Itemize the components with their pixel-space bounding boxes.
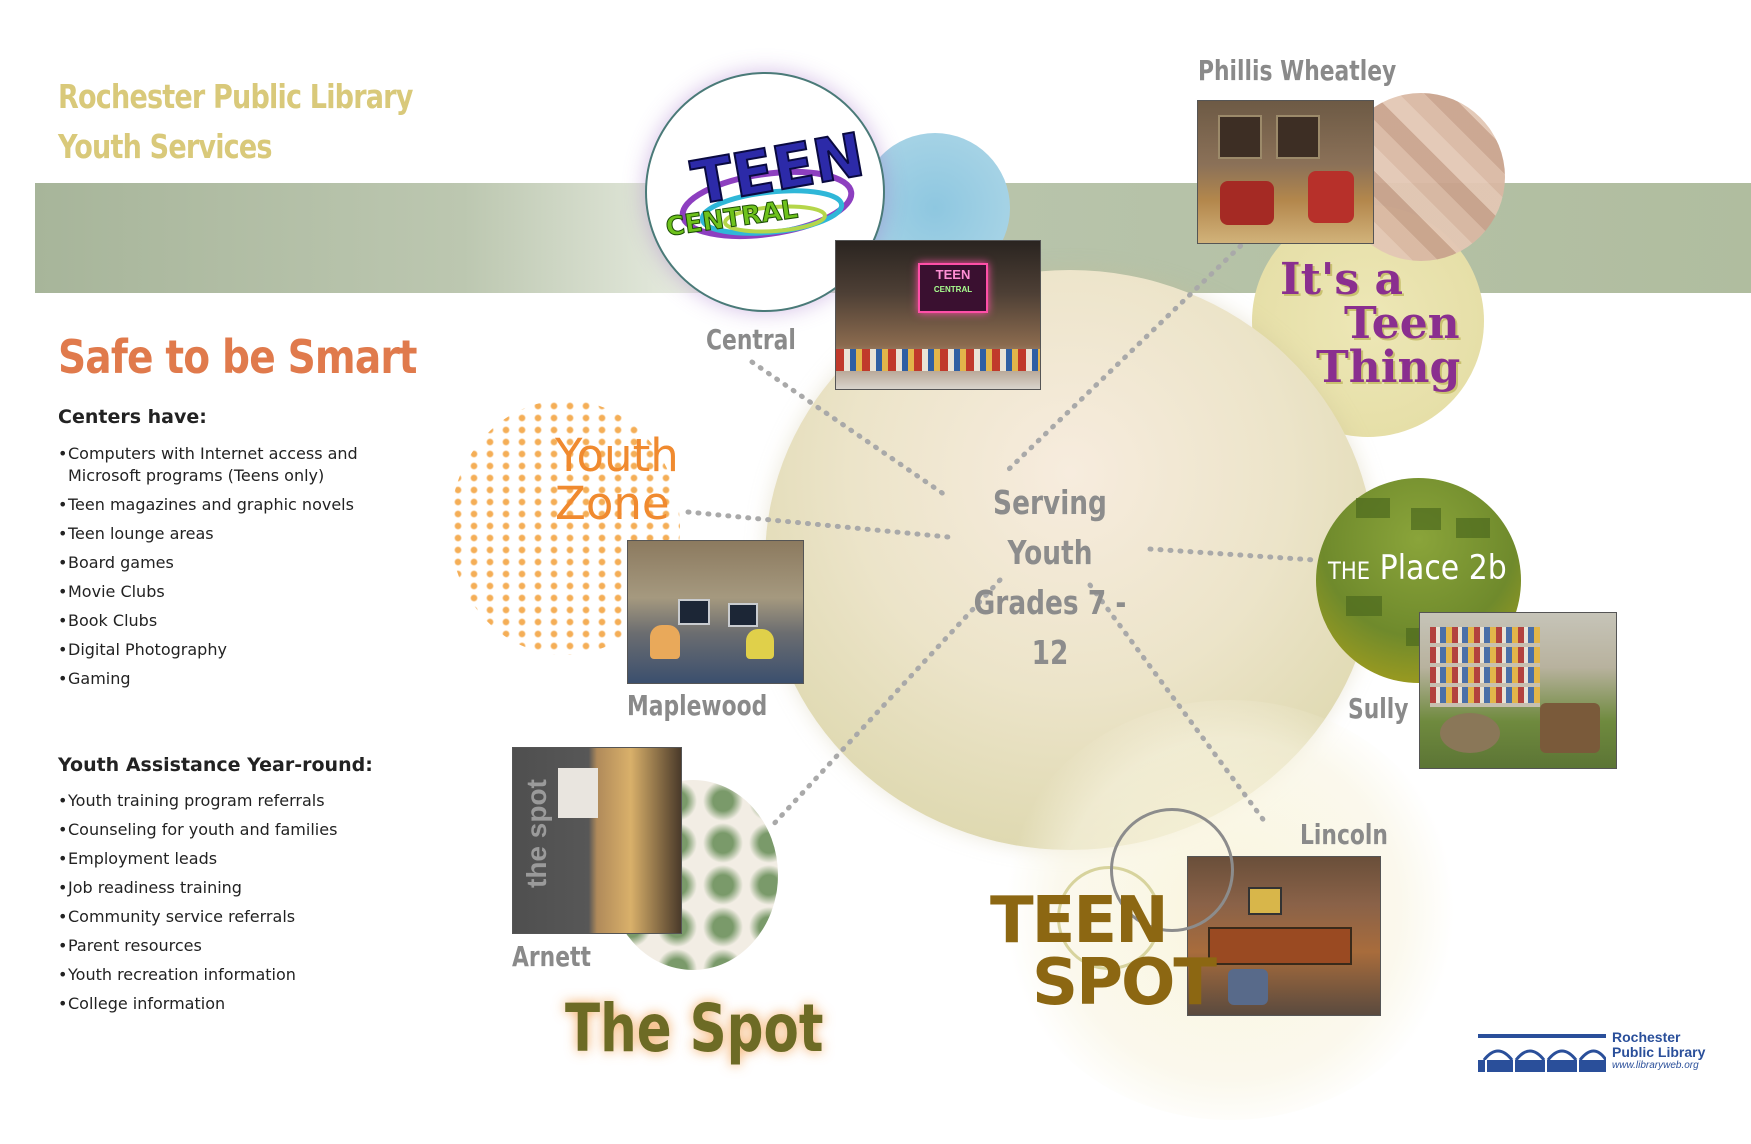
header-line-youth-services: Youth Services bbox=[58, 127, 273, 166]
bookshelf bbox=[1430, 627, 1540, 707]
connector-phillis-wheatley bbox=[1005, 229, 1258, 473]
assistance-heading: Youth Assistance Year-round: bbox=[58, 754, 373, 776]
assistance-list: Youth training program referrals Counsel… bbox=[58, 790, 388, 1022]
label-phillis-wheatley: Phillis Wheatley bbox=[1198, 54, 1397, 87]
youth-zone-logo: Youth Zone bbox=[555, 432, 679, 528]
hub-line-grades: Grades 7 - 12 bbox=[973, 583, 1127, 672]
reading-table bbox=[1540, 703, 1600, 753]
library-logo-line1: Rochester bbox=[1612, 1029, 1681, 1045]
label-lincoln: Lincoln bbox=[1300, 818, 1388, 851]
library-logo-text: Rochester Public Library www.libraryweb.… bbox=[1612, 1029, 1706, 1072]
bulletin-board bbox=[1218, 115, 1262, 159]
place-2b-prefix: THE bbox=[1328, 557, 1371, 585]
label-arnett: Arnett bbox=[512, 940, 591, 973]
list-item: Board games bbox=[58, 552, 388, 574]
library-logo-line2: Public Library bbox=[1612, 1044, 1706, 1060]
computer-table bbox=[1208, 927, 1352, 965]
the-spot-logo: The Spot bbox=[565, 990, 824, 1067]
list-item: Teen lounge areas bbox=[58, 523, 388, 545]
list-item: Book Clubs bbox=[58, 610, 388, 632]
list-item: Community service referrals bbox=[58, 906, 388, 928]
connector-central bbox=[749, 359, 951, 500]
bookshelf bbox=[836, 349, 1040, 371]
list-item: Youth recreation information bbox=[58, 964, 388, 986]
red-armchair bbox=[1308, 171, 1354, 223]
list-item: Parent resources bbox=[58, 935, 388, 957]
list-item: Job readiness training bbox=[58, 877, 388, 899]
hub-text: Serving Youth Grades 7 - 12 bbox=[962, 478, 1138, 678]
label-maplewood: Maplewood bbox=[627, 689, 768, 722]
teen-central-logo-circle: TEEN CENTRAL bbox=[645, 72, 885, 312]
teen-thing-line-teen: Teen bbox=[1344, 298, 1460, 349]
place-2b-main: Place 2b bbox=[1379, 548, 1507, 588]
person-figure bbox=[746, 629, 774, 659]
neon-sign-teen: TEEN bbox=[935, 267, 971, 282]
label-central: Central bbox=[706, 323, 796, 356]
youth-zone-line-youth: Youth bbox=[555, 429, 679, 482]
connector-sully bbox=[1147, 546, 1318, 563]
teen-spot-ring bbox=[1110, 808, 1234, 932]
neon-sign: TEEN CENTRAL bbox=[918, 263, 988, 313]
list-item: College information bbox=[58, 993, 388, 1015]
red-armchair bbox=[1220, 181, 1274, 225]
safe-to-be-smart-title: Safe to be Smart bbox=[58, 330, 417, 384]
lincoln-photo bbox=[1187, 856, 1381, 1016]
header-line-library: Rochester Public Library bbox=[58, 77, 413, 116]
neon-sign-central: CENTRAL bbox=[933, 285, 973, 294]
label-sully: Sully bbox=[1348, 692, 1409, 725]
library-logo-url: www.libraryweb.org bbox=[1612, 1060, 1699, 1071]
cube-pattern bbox=[1346, 498, 1490, 646]
bulletin-board bbox=[1276, 115, 1320, 159]
hub-line-serving: Serving Youth bbox=[993, 483, 1107, 572]
place-2b-logo: THE Place 2b bbox=[1328, 548, 1507, 588]
its-a-teen-thing-logo: It's a Teen Thing bbox=[1280, 258, 1460, 390]
centers-list: Computers with Internet access and Micro… bbox=[58, 443, 388, 697]
central-photo: TEEN CENTRAL bbox=[835, 240, 1041, 390]
the-spot-sign: the spot bbox=[521, 779, 552, 888]
phillis-wheatley-photo bbox=[1197, 100, 1374, 244]
list-item: Youth training program referrals bbox=[58, 790, 388, 812]
centers-heading: Centers have: bbox=[58, 406, 207, 428]
arnett-photo: the spot bbox=[512, 747, 682, 934]
teen-spot-line-teen: TEEN bbox=[990, 884, 1169, 958]
list-item: Teen magazines and graphic novels bbox=[58, 494, 388, 516]
connector-arnett bbox=[767, 577, 1003, 831]
computer-monitor bbox=[678, 599, 710, 625]
list-item: Digital Photography bbox=[58, 639, 388, 661]
flyer bbox=[558, 768, 598, 818]
list-item: Counseling for youth and families bbox=[58, 819, 388, 841]
lounge-chair bbox=[1440, 713, 1500, 753]
person-figure bbox=[650, 625, 680, 659]
list-item: Gaming bbox=[58, 668, 388, 690]
maplewood-photo bbox=[627, 540, 804, 684]
library-bridge-logo-icon bbox=[1478, 1034, 1606, 1072]
header-title: Rochester Public Library Youth Services bbox=[58, 72, 413, 172]
youth-zone-line-zone: Zone bbox=[555, 477, 670, 530]
teen-spot-logo: TEEN SPOT bbox=[990, 884, 1217, 1020]
list-item: Movie Clubs bbox=[58, 581, 388, 603]
computer-monitor bbox=[728, 603, 758, 627]
connector-lincoln bbox=[1087, 582, 1268, 825]
teen-thing-line-its-a: It's a bbox=[1280, 254, 1403, 305]
chair bbox=[1228, 969, 1268, 1005]
list-item: Computers with Internet access and Micro… bbox=[58, 443, 388, 487]
computer-monitor bbox=[1248, 887, 1282, 915]
connector-maplewood bbox=[685, 509, 951, 540]
teen-thing-line-thing: Thing bbox=[1316, 342, 1461, 393]
sully-photo bbox=[1419, 612, 1617, 769]
teen-central-logo: TEEN CENTRAL bbox=[663, 119, 870, 243]
teen-spot-line-spot: SPOT bbox=[1032, 946, 1217, 1020]
list-item: Employment leads bbox=[58, 848, 388, 870]
